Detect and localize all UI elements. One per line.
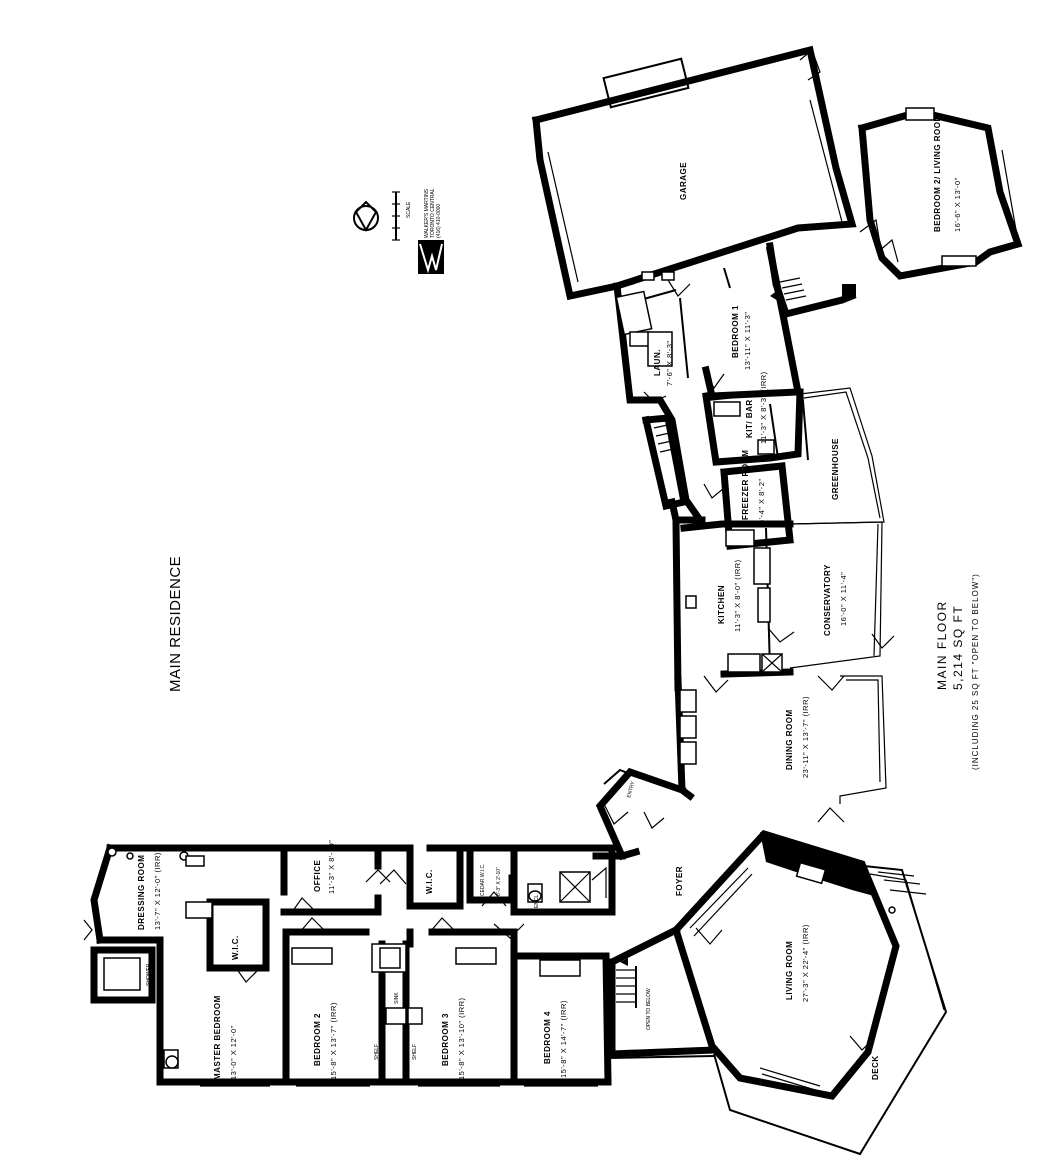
bedroom2-dims: 15'-8" X 13'-7" (IRR): [329, 1002, 338, 1080]
scale-label: SCALE: [406, 201, 412, 218]
kitbar-freezer: [702, 388, 804, 550]
living-block: [672, 830, 900, 1100]
company-name: WALKER'S MARTINS: [424, 188, 430, 238]
foyer-label: FOYER: [675, 866, 684, 896]
hall-wic-label: W.I.C.: [425, 869, 434, 894]
conservatory-dims: 16'-0" X 11'-4": [839, 572, 848, 626]
deck-label: DECK: [871, 1055, 880, 1080]
entry-foyer: [595, 767, 687, 861]
dining-block: [674, 675, 887, 823]
company-phone: (416) 410-0000: [436, 204, 442, 238]
freezer-dims: 8'-4" X 8'-2": [757, 478, 766, 524]
freezer-label: FREEZER ROOM: [741, 450, 750, 520]
enclosed-label: ENCL.: [534, 893, 540, 908]
floor-note: (INCLUDING 25 SQ FT "OPEN TO BELOW"): [971, 573, 980, 770]
laundry-label: LAUN.: [653, 349, 662, 376]
entry-label: ENTRY: [626, 780, 636, 798]
cedar-wic-label: CEDAR W.I.C.: [480, 863, 486, 896]
scale-bar: [353, 191, 400, 241]
kitchen-dims: 11'-3" X 8'-0" (IRR): [733, 559, 742, 632]
kitchen-label: KITCHEN: [717, 585, 726, 624]
kitbar-label: KIT/ BAR: [745, 399, 754, 438]
bedroom1-dims: 13'-11" X 11'-3": [743, 312, 752, 370]
bedroom2-label: BEDROOM 2: [313, 1013, 322, 1066]
conservatory-label: CONSERVATORY: [823, 564, 832, 636]
company-office: TORONTO CENTRAL: [430, 188, 436, 238]
garage-label: GARAGE: [679, 162, 688, 200]
office-dims: 11'-3" X 8'-10": [327, 840, 336, 894]
office-label: OFFICE: [313, 860, 322, 892]
drawing-title: MAIN RESIDENCE: [167, 556, 184, 692]
rear-stair: [641, 391, 706, 524]
bedroom1-wing: [613, 245, 803, 525]
bedroom3-label: BEDROOM 3: [441, 1013, 450, 1066]
bedroom3-dims: 15'-8" X 13'-10" (IRR): [457, 997, 466, 1080]
sink-label: SINK: [394, 992, 400, 1004]
open-below-label: OPEN TO BELOW: [646, 988, 652, 1030]
bedroom-wing: [83, 843, 626, 1087]
kitbar-dims: 11'-3" X 8'-3" (IRR): [759, 371, 768, 444]
floor-name: MAIN FLOOR: [935, 600, 949, 690]
master-dims: 13'-0" X 12'-0": [229, 1025, 238, 1080]
dining-label: DINING ROOM: [785, 709, 794, 770]
company-logo: [418, 240, 444, 274]
floor-area: 5,214 SQ FT: [951, 605, 965, 690]
bedroom1-label: BEDROOM 1: [731, 305, 740, 358]
master-wic-label: W.I.C.: [231, 935, 240, 960]
bedroom4-dims: 15'-8" X 14'-7" (IRR): [559, 1000, 568, 1078]
deck-block: [713, 865, 948, 1156]
laundry-dims: 7'-6" X 8'-3": [665, 340, 674, 386]
conservatory-block: [789, 521, 895, 691]
cedar-wic-dims: 8'-3" X 2'-10": [496, 867, 502, 896]
scale-text: SCALE WALKER'S MARTINS TORONTO CENTRAL (…: [406, 188, 442, 238]
living-dims: 27'-3" X 22'-4" (IRR): [801, 924, 810, 1002]
annex-block: [842, 107, 1023, 296]
garage-block: [531, 45, 857, 301]
shelf-label-b: SHELF: [412, 1044, 418, 1060]
dressing-dims: 13'-7" X 12'-0" (IRR): [153, 852, 162, 930]
greenhouse-label: GREENHOUSE: [831, 438, 840, 500]
master-label: MASTER BEDROOM: [213, 995, 222, 1080]
floor-summary: MAIN FLOOR 5,214 SQ FT (INCLUDING 25 SQ …: [935, 573, 980, 770]
dressing-label: DRESSING ROOM: [137, 855, 146, 930]
shelf-label-a: SHELF: [374, 1044, 380, 1060]
shower-label: SHOWER: [146, 963, 152, 986]
bedroom2-living-label: BEDROOM 2/ LIVING ROOM: [933, 114, 942, 232]
bedroom4-label: BEDROOM 4: [543, 1011, 552, 1064]
dining-dims: 23'-11" X 13'-7" (IRR): [801, 696, 810, 778]
walkway: [607, 1051, 715, 1059]
living-label: LIVING ROOM: [785, 941, 794, 1000]
bedroom2-living-dims: 16'-6" X 13'-0": [953, 177, 962, 232]
